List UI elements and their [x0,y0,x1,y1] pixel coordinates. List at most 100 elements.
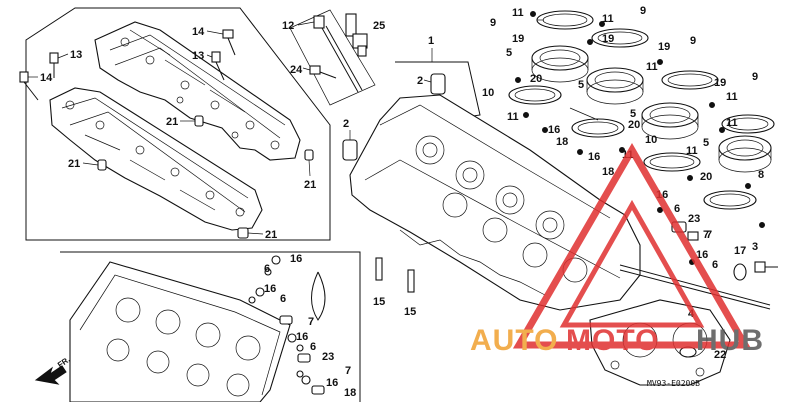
callout-16-b: 16 [588,151,600,163]
callout-labels: 13 14 14 13 21 21 21 21 12 25 24 1 2 2 9… [40,5,764,399]
callout-18-b: 18 [602,166,614,178]
insulator-5a[interactable] [531,45,589,83]
clamp-band-9b[interactable] [591,28,649,48]
watermark-triangle-inner [559,199,705,328]
callout-21-c: 21 [304,179,316,191]
gasket-frame [60,251,361,402]
breather-hose[interactable] [311,271,326,321]
callout-10-a: 10 [482,87,494,99]
watermark-hub: HUB [696,324,764,357]
callout-17: 17 [734,245,746,257]
callout-6-e: 6 [310,341,316,353]
callout-18-a: 18 [556,136,568,148]
grommet-21a[interactable] [194,115,204,127]
diagram-code: MV93-E0200B [647,379,700,388]
callout-21-d: 21 [265,229,277,241]
front-label: FR. [56,355,72,370]
watermark-moto: MOTO [566,324,659,357]
clamp-band-9c[interactable] [661,70,719,90]
callout-14-a: 14 [40,72,53,84]
callout-6-c: 6 [264,263,270,275]
callout-18-c: 18 [344,387,356,399]
callout-6-a: 6 [674,203,680,215]
callout-16-a: 16 [548,124,560,136]
callout-6-b: 6 [712,259,718,271]
clamp-band-10b[interactable] [571,118,625,138]
callout-2-b: 2 [343,118,349,130]
clamp-band-lower[interactable] [703,190,757,210]
long-bolt-4[interactable] [619,264,771,310]
clamp-band-10a[interactable] [508,85,562,105]
callout-7-b: 7 [308,316,314,328]
dowel-pin-2a[interactable] [430,73,446,95]
spark-plug-25[interactable] [345,13,368,57]
leader-lines [28,19,599,235]
callout-13-a: 13 [70,49,82,61]
head-gasket-rear[interactable] [69,261,291,402]
callout-16-d: 16 [696,249,708,261]
clamp-band-8[interactable] [643,152,701,172]
callout-19-a: 19 [512,33,524,45]
insulator-5d[interactable] [718,135,772,173]
callout-11-g: 11 [726,91,738,103]
callout-19-b: 19 [602,33,614,45]
intake-rubber-group[interactable] [508,10,775,210]
insulator-5c[interactable] [641,102,699,140]
watermark: AUTO MOTO HUB [470,143,764,357]
dowel-pin-2b[interactable] [342,139,358,161]
callout-23-b: 23 [322,351,334,363]
grommet-21d[interactable] [237,227,249,239]
clamp-band-9d[interactable] [721,114,775,134]
callout-7-d: 7 [703,229,709,241]
grommet-21c[interactable] [304,149,314,161]
callout-9-b: 9 [640,5,646,17]
fitting-7[interactable] [687,231,699,241]
callout-5-b: 5 [578,79,584,91]
callout-11-f: 11 [686,145,698,157]
callout-16-g: 16 [296,331,308,343]
bolt-3[interactable] [754,261,778,273]
callout-16-f: 16 [264,283,276,295]
head-cover-rear[interactable] [94,21,301,161]
callout-9-a: 9 [490,17,496,29]
callout-11-d: 11 [646,61,658,73]
grommet-21b[interactable] [97,159,107,171]
cover-bolt-14b[interactable] [222,29,236,56]
callout-20-a: 20 [530,73,542,85]
callout-16-e: 16 [290,253,302,265]
washer-17[interactable] [733,263,747,281]
watermark-triangle [512,143,752,349]
fitting-stack [248,255,325,395]
insulator-5b[interactable] [586,67,644,105]
head-cover-front[interactable] [49,87,263,231]
callout-11-a: 11 [512,7,524,19]
callout-22: 22 [714,349,726,361]
callout-5-c: 5 [630,108,636,120]
callout-7-a: 7 [706,229,712,241]
callout-11-c: 11 [602,13,614,25]
callout-15-a: 15 [373,296,385,308]
callout-5-a: 5 [506,47,512,59]
callout-21-a: 21 [166,116,178,128]
stud-15a[interactable] [375,257,383,281]
callout-23-a: 23 [688,213,700,225]
bolt-24[interactable] [309,65,337,79]
callout-20-c: 20 [700,171,712,183]
callout-19-d: 19 [714,77,726,89]
callout-11-b: 11 [507,111,519,123]
small-screws [515,11,765,265]
callout-13-b: 13 [192,50,204,62]
callout-25: 25 [373,20,385,32]
callout-19-c: 19 [658,41,670,53]
callout-15-b: 15 [404,306,416,318]
stud-15b[interactable] [407,269,415,293]
callout-14-b: 14 [192,26,205,38]
cover-bolt-14a[interactable] [19,71,39,101]
callout-3: 3 [752,241,758,253]
callout-5-d: 5 [703,137,709,149]
clamp-band-9a[interactable] [536,10,594,30]
callout-12: 12 [282,20,294,32]
callout-9-d: 9 [752,71,758,83]
watermark-auto: AUTO [470,324,558,357]
